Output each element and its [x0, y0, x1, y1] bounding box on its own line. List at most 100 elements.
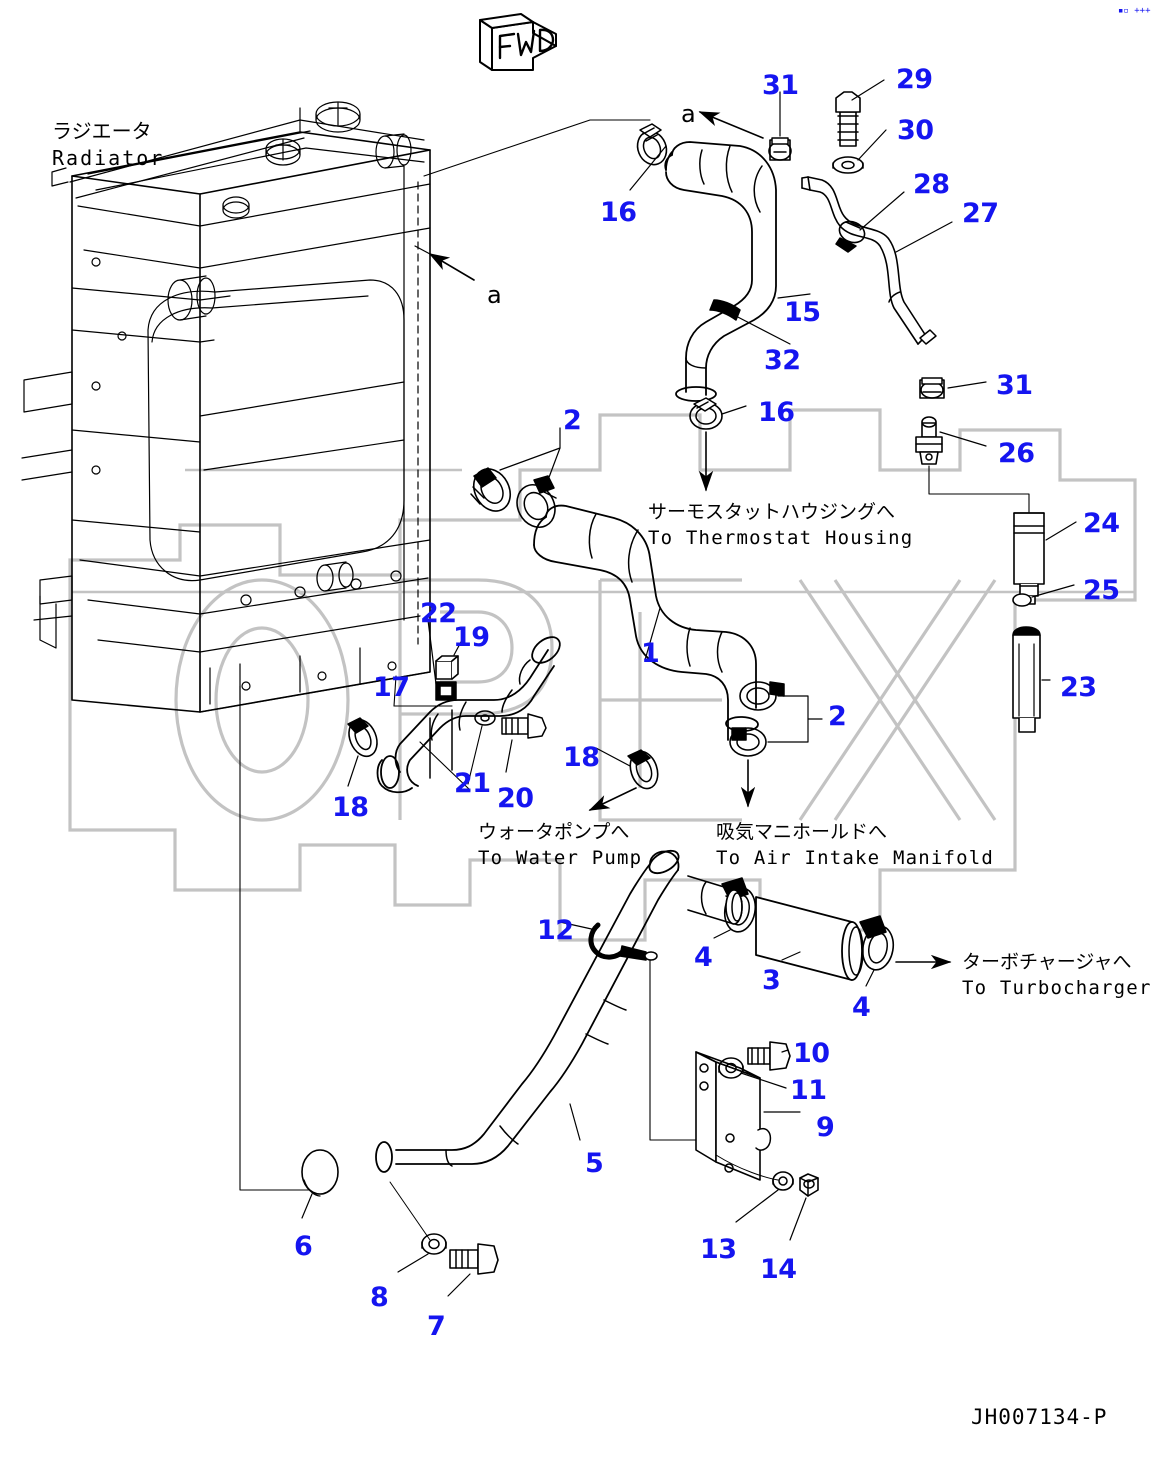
- clamp-2-d: [729, 727, 767, 757]
- clamp-2-b: [516, 475, 557, 528]
- corner-mark: ▪▫ +++: [1118, 6, 1151, 16]
- bracket-9: [695, 1051, 772, 1181]
- callout-18-right: 18: [563, 742, 600, 773]
- fwd-arrow-icon: [479, 13, 557, 71]
- callout-7: 7: [427, 1311, 446, 1342]
- section-arrow-a-upper: [698, 111, 764, 139]
- callout-17: 17: [373, 672, 410, 703]
- clip-22: [435, 681, 457, 701]
- bracket-19: [435, 655, 459, 680]
- label-to-turbocharger: ターボチャージャへ To Turbocharger: [962, 950, 1152, 1001]
- callout-25: 25: [1083, 575, 1120, 606]
- callout-16-upper: 16: [600, 197, 637, 228]
- o-ring-25: [1012, 593, 1032, 607]
- callout-10: 10: [793, 1038, 830, 1069]
- callout-9: 9: [816, 1112, 835, 1143]
- label-thermostat-en: To Thermostat Housing: [648, 526, 914, 549]
- callout-19: 19: [453, 622, 490, 653]
- callout-30: 30: [897, 115, 934, 146]
- callout-2-upper: 2: [563, 405, 582, 436]
- hose-21: [376, 636, 561, 794]
- nut-14: [799, 1173, 819, 1197]
- callout-5: 5: [585, 1148, 604, 1179]
- callout-4-left: 4: [694, 942, 713, 973]
- label-turbocharger-jp: ターボチャージャへ: [962, 951, 1132, 973]
- label-air-intake-jp: 吸気マニホールドへ: [716, 821, 888, 843]
- callout-31-right: 31: [996, 370, 1033, 401]
- clamp-2-a: [470, 467, 512, 512]
- tube-23: [1012, 626, 1041, 733]
- callout-20: 20: [497, 783, 534, 814]
- callout-4-right: 4: [852, 992, 871, 1023]
- fitting-26: [915, 416, 943, 465]
- callout-24: 24: [1083, 508, 1120, 539]
- washer-13: [772, 1171, 794, 1191]
- section-arrow-a-lower: [414, 245, 475, 281]
- bolt-7: [449, 1243, 499, 1275]
- callout-11: 11: [790, 1075, 827, 1106]
- label-to-air-intake-manifold: 吸気マニホールドへ To Air Intake Manifold: [716, 820, 994, 871]
- clamp-31-right: [919, 377, 945, 399]
- washer-30: [832, 156, 864, 174]
- clamp-2-c: [739, 681, 785, 711]
- radiator-assembly: [21, 101, 431, 713]
- callout-14: 14: [760, 1254, 797, 1285]
- callout-1: 1: [641, 638, 660, 669]
- label-turbocharger-en: To Turbocharger: [962, 976, 1152, 999]
- clamp-18-left: [347, 717, 378, 758]
- callout-6: 6: [294, 1231, 313, 1262]
- clamp-4-right: [859, 915, 895, 971]
- label-to-water-pump: ウォータポンプへ To Water Pump: [478, 820, 642, 871]
- pipe-stub-4: [687, 875, 743, 925]
- callout-3: 3: [762, 965, 781, 996]
- drawing-number: JH007134-P: [971, 1405, 1108, 1429]
- callout-8: 8: [370, 1282, 389, 1313]
- clamp-12: [588, 922, 658, 961]
- callout-15: 15: [784, 297, 821, 328]
- callout-13: 13: [700, 1234, 737, 1265]
- bolt-10: [747, 1041, 791, 1071]
- bolt-29: [835, 91, 861, 147]
- callout-27: 27: [962, 198, 999, 229]
- callout-22: 22: [420, 598, 457, 629]
- cylinder-24: [1013, 512, 1045, 605]
- callout-18-left: 18: [332, 792, 369, 823]
- label-air-intake-en: To Air Intake Manifold: [716, 846, 995, 869]
- washer-11: [718, 1057, 744, 1079]
- washer-8: [421, 1233, 447, 1255]
- washer-19b: [474, 710, 496, 726]
- callout-26: 26: [998, 438, 1035, 469]
- callout-32: 32: [764, 345, 801, 376]
- callout-2-lower: 2: [828, 701, 847, 732]
- radiator-title-en: Radiator: [52, 146, 165, 170]
- label-thermostat-jp: サーモスタットハウジングへ: [648, 501, 896, 523]
- hose-27: [801, 176, 937, 345]
- radiator-title-jp: ラジエータ: [52, 119, 152, 143]
- clamp-28: [835, 220, 866, 253]
- hose-17-branch: [429, 709, 453, 779]
- radiator-title: ラジエータ Radiator: [52, 118, 164, 172]
- section-letter-a-lower: a: [487, 281, 502, 309]
- hose-15: [664, 141, 777, 402]
- label-water-pump-en: To Water Pump: [478, 846, 643, 869]
- radiator-lower-ports: [316, 561, 354, 592]
- clamp-31-upper: [768, 137, 792, 161]
- bolt-20: [501, 713, 547, 739]
- callout-29: 29: [896, 64, 933, 95]
- label-water-pump-jp: ウォータポンプへ: [478, 821, 630, 843]
- callout-16-lower: 16: [758, 397, 795, 428]
- cap-6: [301, 1149, 339, 1197]
- callout-31-upper: 31: [762, 70, 799, 101]
- clamp-16-lower: [689, 397, 723, 430]
- callout-28: 28: [913, 169, 950, 200]
- callout-21: 21: [454, 768, 491, 799]
- hose-1: [533, 504, 759, 741]
- section-letter-a-upper: a: [681, 100, 696, 128]
- clamp-18-right: [627, 749, 659, 790]
- label-to-thermostat-housing: サーモスタットハウジングへ To Thermostat Housing: [648, 500, 913, 551]
- callout-12: 12: [537, 915, 574, 946]
- pipe-5: [375, 849, 680, 1173]
